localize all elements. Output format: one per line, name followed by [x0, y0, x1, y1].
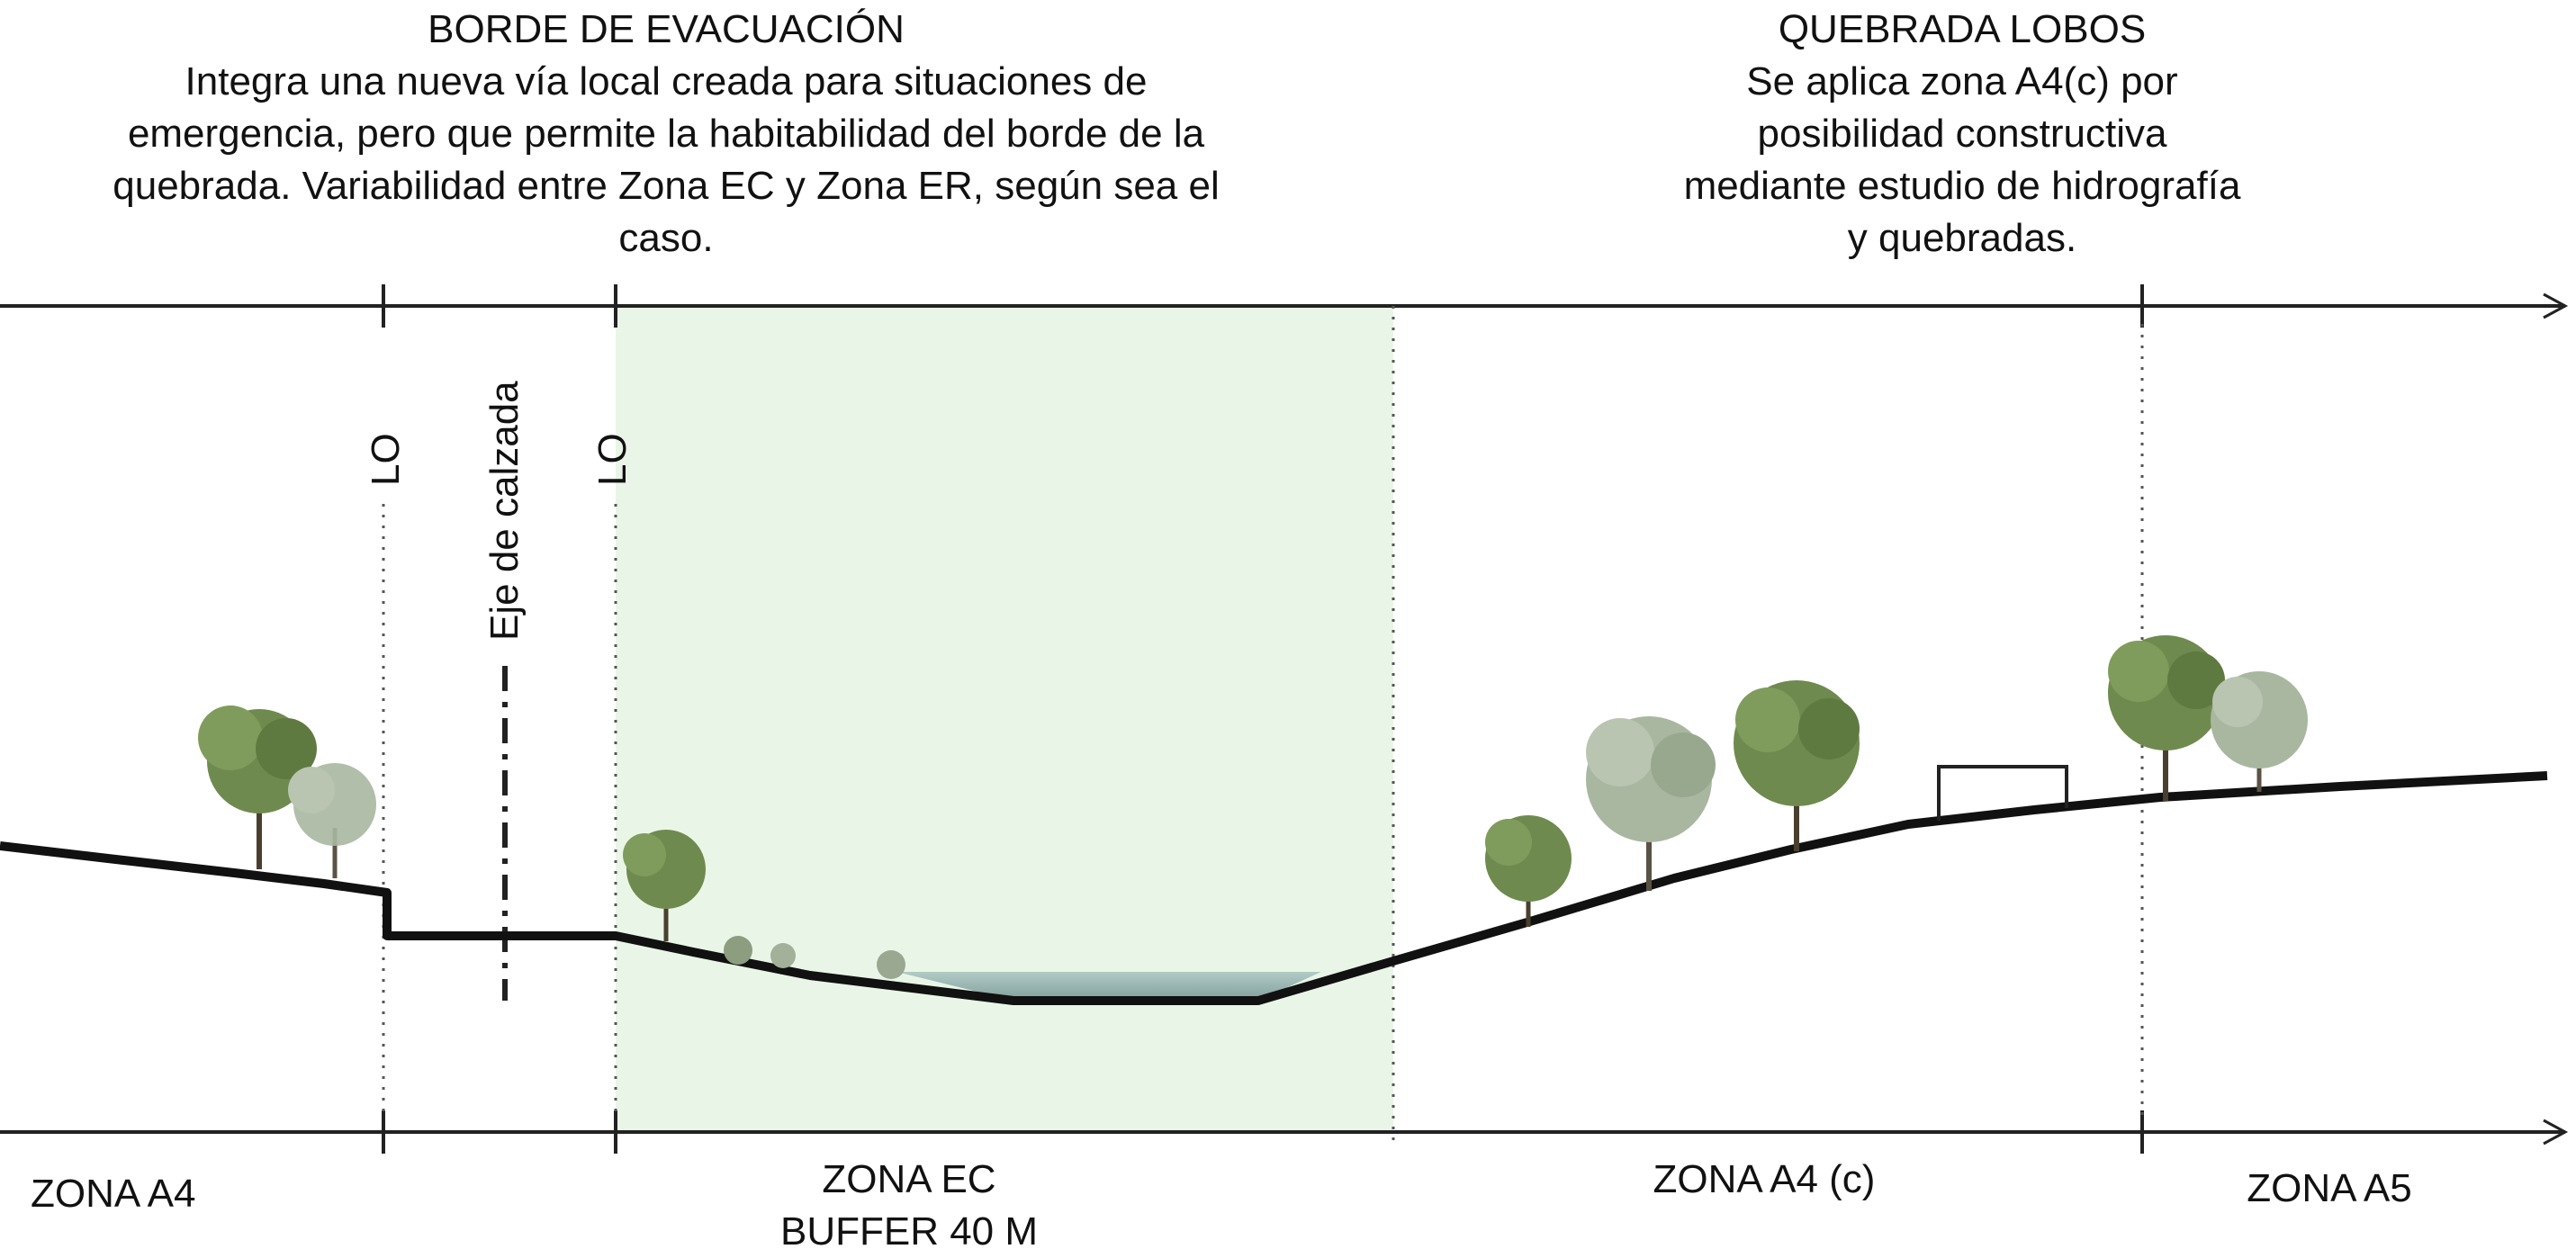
lo-label-right: LO — [590, 433, 635, 486]
tree — [2211, 671, 2308, 792]
tree — [2108, 635, 2225, 801]
header-line: Se aplica zona A4(c) por — [1746, 59, 2178, 103]
building-outline — [1937, 765, 2068, 821]
dotted-guides — [382, 306, 2144, 1146]
tree — [623, 830, 706, 941]
header-line: y quebradas. — [1847, 216, 2077, 260]
evacuation-edge-header: BORDE DE EVACUACIÓN Integra una nueva ví… — [18, 4, 1314, 265]
zone-ec-name: ZONA EC — [822, 1157, 996, 1201]
header-line: posibilidad constructiva — [1757, 112, 2167, 156]
zone-ec-label: ZONA EC BUFFER 40 M — [585, 1154, 1233, 1258]
terrain-profile — [0, 771, 2548, 1005]
header-line: emergencia, pero que permite la habitabi… — [127, 112, 1205, 156]
lo-label-left: LO — [364, 433, 408, 486]
trees — [198, 635, 2308, 979]
tree — [1734, 680, 1860, 851]
header-line: caso. — [618, 216, 714, 260]
shrub — [724, 936, 905, 979]
tree — [1586, 716, 1716, 891]
zone-a4c-label: ZONA A4 (c) — [1653, 1157, 1876, 1201]
zone-a5-label: ZONA A5 — [2247, 1166, 2412, 1210]
ravine-water — [896, 972, 1321, 1001]
zone-a4-label: ZONA A4 — [31, 1172, 196, 1216]
header-title: BORDE DE EVACUACIÓN — [428, 7, 905, 51]
header-line: Integra una nueva vía local creada para … — [185, 59, 1148, 103]
header-line: mediante estudio de hidrografía — [1683, 164, 2241, 208]
tree — [1485, 815, 1572, 927]
tree — [198, 705, 317, 869]
quebrada-lobos-header: QUEBRADA LOBOS Se aplica zona A4(c) por … — [1602, 4, 2322, 265]
zone-ec-buffer: BUFFER 40 M — [779, 1209, 1039, 1254]
header-title: QUEBRADA LOBOS — [1778, 7, 2147, 51]
buffer-zone-band — [616, 306, 1393, 1134]
tree — [288, 763, 376, 878]
header-line: quebrada. Variabilidad entre Zona EC y Z… — [113, 164, 1220, 208]
road-axis-label: Eje de calzada — [482, 381, 527, 641]
top-axis-ticks — [382, 284, 2144, 328]
bottom-axis-ticks — [382, 1110, 2144, 1154]
